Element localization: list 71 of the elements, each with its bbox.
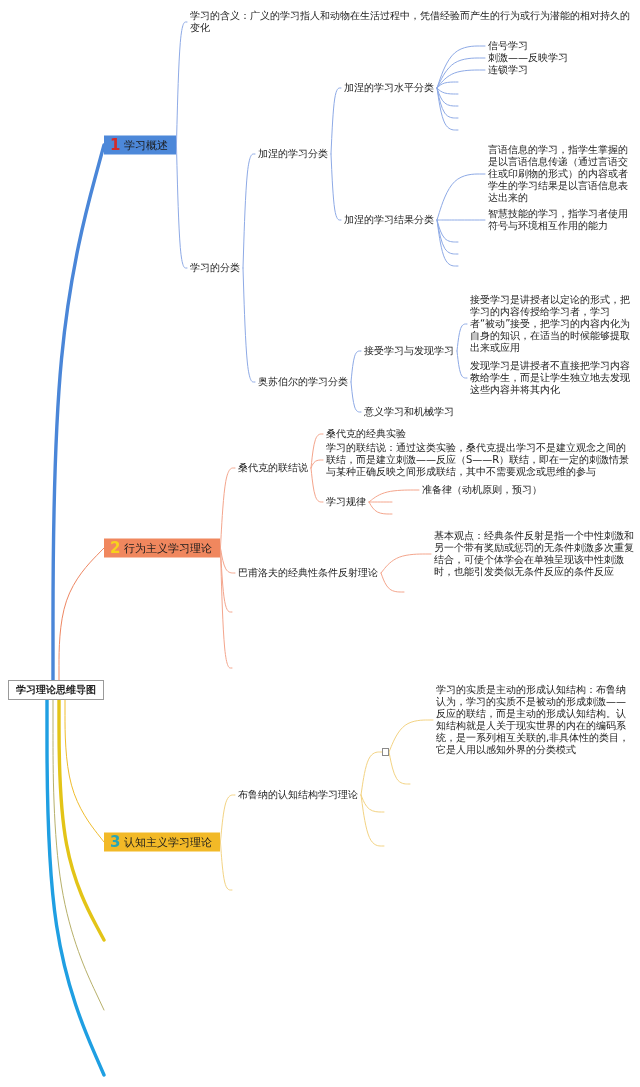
branch-line (368, 501, 393, 503)
branch-line (57, 698, 106, 942)
branch-line (368, 489, 420, 503)
subtopic-note: 发现学习是讲授者不直接把学习内容教给学生，而是让学生独立地去发现这些内容并将其内化 (470, 360, 634, 396)
subtopic-label: 接受学习与发现学习 (364, 345, 454, 357)
branch-line (436, 57, 486, 89)
small-square-icon (382, 748, 389, 756)
subtopic-note: 言语信息的学习，指学生掌握的是以言语信息传递（通过言语交往或印刷物的形式）的内容或者学生的学习结果是以言语信息表达出来的 (488, 144, 634, 204)
subtopic-label: 学习规律 (326, 496, 366, 508)
main-topic-box (104, 135, 177, 155)
branch-line (436, 173, 486, 221)
subtopic-note: 学习的联结说：通过这类实验，桑代克提出学习不是建立观念之间的联结，而是建立刺激——反应（S——R）联结，即在一定的刺激情景与某种正确反映之间形成联结，其中不需要观念或思维的参与 (326, 442, 634, 478)
subtopic-label: 信号学习 (488, 40, 528, 52)
branch-line (310, 433, 324, 469)
subtopic-label: 加涅的学习分类 (258, 148, 328, 160)
branch-line (388, 719, 434, 753)
branch-line (242, 153, 256, 269)
main-topic-box (104, 538, 221, 558)
main-topic-label: 行为主义学习理论 (124, 541, 213, 555)
branch-line (436, 219, 459, 267)
subtopic-label: 奥苏伯尔的学习分类 (258, 376, 348, 388)
subtopic-label: 加涅的学习水平分类 (344, 82, 434, 94)
branch-line (436, 87, 459, 95)
subtopic-label: 桑代克的经典实验 (326, 428, 406, 440)
subtopic-label: 桑代克的联结说 (238, 462, 308, 474)
main-topic-label: 学习概述 (124, 138, 169, 152)
topic-number: 2 (110, 540, 121, 556)
subtopic-label: 学习的分类 (190, 262, 240, 274)
subtopic-label: 加涅的学习结果分类 (344, 214, 434, 226)
branch-line (58, 547, 105, 681)
branch-line (45, 698, 106, 1077)
subtopic-label: 刺激——反映学习 (488, 52, 568, 64)
main-topic-box (104, 832, 221, 852)
branch-line (310, 459, 324, 469)
branch-line (436, 81, 459, 89)
topic-number: 1 (110, 137, 121, 153)
branch-line (360, 794, 385, 813)
branch-line (368, 501, 393, 515)
branch-line (242, 267, 256, 383)
branch-line (380, 572, 405, 593)
central-topic: 学习理论思维导图 (8, 680, 104, 700)
branch-line (64, 699, 105, 843)
branch-line (388, 751, 411, 785)
branch-line (350, 381, 362, 413)
branch-line (456, 350, 468, 379)
subtopic-note: 学习的含义：广义的学习指人和动物在生活过程中，凭借经验而产生的行为或行为潜能的相对持久的变化 (190, 10, 634, 34)
topic-number: 3 (110, 834, 121, 850)
branch-line (436, 219, 486, 221)
branch-line (436, 87, 459, 131)
subtopic-note: 学习的实质是主动的形成认知结构：布鲁纳认为，学习的实质不是被动的形成刺激——反应的联结，而是主动的形成认知结构。认知结构就是人关于现实世界的内在的编码系统，是一系列相互关联的,非具体性的类目，它是人用以感知外界的分类模式 (436, 684, 634, 756)
branch-line (350, 350, 362, 383)
branch-line (436, 69, 486, 89)
subtopic-note: 智慧技能的学习，指学习者使用符号与环境相互作用的能力 (488, 208, 634, 232)
branch-line (436, 87, 459, 107)
subtopic-note: 接受学习是讲授者以定论的形式，把学习的内容传授给学习者，学习者“被动”接受，把学习的内容内化为自身的知识，在适当的时候能够提取出来或应用 (470, 294, 634, 354)
subtopic-label: 布鲁纳的认知结构学习理论 (238, 789, 358, 801)
branch-line (456, 323, 468, 352)
branch-line (330, 153, 342, 221)
subtopic-label: 准备律（动机原则，预习） (422, 484, 542, 496)
main-topic-label: 认知主义学习理论 (124, 835, 213, 849)
branch-line (330, 87, 342, 155)
subtopic-label: 意义学习和机械学习 (364, 406, 454, 418)
branch-line (380, 553, 432, 574)
branch-line (360, 794, 385, 847)
branch-line (360, 751, 383, 796)
branch-line (52, 699, 105, 1011)
branch-line (51, 143, 106, 682)
subtopic-label: 连锁学习 (488, 64, 528, 76)
subtopic-note: 基本观点：经典条件反射是指一个中性刺激和另一个带有奖励或惩罚的无条件刺激多次重复结合，可使个体学会在单独呈现该中性刺激时，也能引发类似无条件反应的条件反应 (434, 530, 634, 578)
subtopic-label: 巴甫洛夫的经典性条件反射理论 (238, 567, 378, 579)
branch-line (310, 467, 324, 503)
